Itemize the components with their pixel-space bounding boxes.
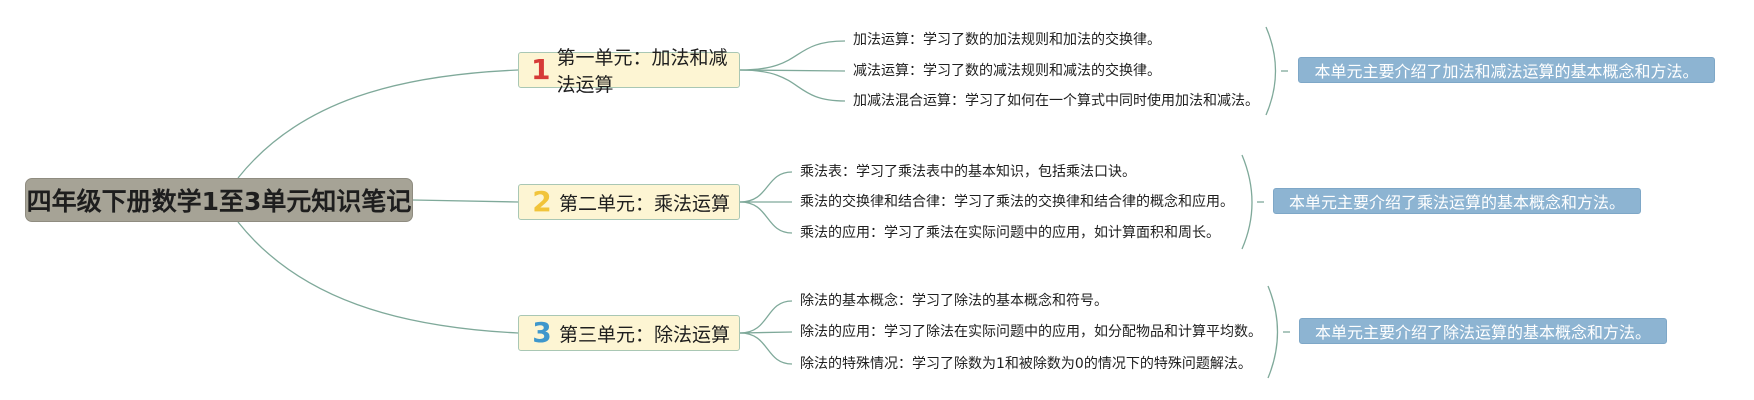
root-title: 四年级下册数学1至3单元知识笔记 xyxy=(26,187,412,216)
unit-node-1[interactable]: 1 第一单元：加法和减法运算 xyxy=(518,47,740,96)
topic-node[interactable]: 除法的特殊情况：学习了除数为1和被除数为0的情况下的特殊问题解法。 xyxy=(800,356,1252,372)
topic-node[interactable]: 乘法的应用：学习了乘法在实际问题中的应用，如计算面积和周长。 xyxy=(800,225,1220,241)
summary-text: 本单元主要介绍了加法和减法运算的基本概念和方法。 xyxy=(1314,62,1699,81)
root-node[interactable]: 四年级下册数学1至3单元知识笔记 xyxy=(25,178,413,222)
summary-bracket-unit3 xyxy=(1267,285,1279,379)
topic-node[interactable]: 加减法混合运算：学习了如何在一个算式中同时使用加法和减法。 xyxy=(853,93,1259,109)
summary-node-2[interactable]: 本单元主要介绍了乘法运算的基本概念和方法。 xyxy=(1273,188,1641,214)
summary-text: 本单元主要介绍了除法运算的基本概念和方法。 xyxy=(1314,323,1651,342)
summary-node-1[interactable]: 本单元主要介绍了加法和减法运算的基本概念和方法。 xyxy=(1298,57,1715,83)
unit-title: 第一单元：加法和减法运算 xyxy=(556,47,728,96)
topic-node[interactable]: 除法的应用：学习了除法在实际问题中的应用，如分配物品和计算平均数。 xyxy=(800,324,1262,340)
connector-unit1-topic3 xyxy=(739,69,846,102)
unit-node-3[interactable]: 3 第三单元：除法运算 xyxy=(518,315,740,351)
connector-root-unit2 xyxy=(412,199,519,203)
summary-bracket-unit2 xyxy=(1241,154,1253,250)
connector-unit2-topic1 xyxy=(739,171,793,203)
topic-node[interactable]: 减法运算：学习了数的减法规则和减法的交换律。 xyxy=(853,63,1161,79)
summary-node-3[interactable]: 本单元主要介绍了除法运算的基本概念和方法。 xyxy=(1299,318,1667,344)
connector-unit3-topic2 xyxy=(739,331,793,334)
unit-title: 第二单元：乘法运算 xyxy=(559,192,731,215)
summary-text: 本单元主要介绍了乘法运算的基本概念和方法。 xyxy=(1288,193,1625,212)
number-2-icon: 2 xyxy=(532,185,552,218)
connector-root-unit1 xyxy=(237,69,519,179)
topic-node[interactable]: 乘法表：学习了乘法表中的基本知识，包括乘法口诀。 xyxy=(800,164,1136,180)
connector-unit2-topic3 xyxy=(739,201,793,234)
number-3-icon: 3 xyxy=(532,316,552,349)
connector-unit1-topic1 xyxy=(739,40,846,71)
unit-title: 第三单元：除法运算 xyxy=(559,323,731,346)
connector-unit3-topic1 xyxy=(739,300,793,334)
number-1-icon: 1 xyxy=(531,53,551,86)
topic-node[interactable]: 乘法的交换律和结合律：学习了乘法的交换律和结合律的概念和应用。 xyxy=(800,194,1234,210)
connector-unit3-topic3 xyxy=(739,332,793,365)
summary-bracket-unit1 xyxy=(1265,26,1277,116)
connector-root-unit3 xyxy=(237,221,519,334)
connector-unit1-topic2 xyxy=(739,69,846,72)
topic-node[interactable]: 除法的基本概念：学习了除法的基本概念和符号。 xyxy=(800,293,1108,309)
unit-node-2[interactable]: 2 第二单元：乘法运算 xyxy=(518,184,740,220)
topic-node[interactable]: 加法运算：学习了数的加法规则和加法的交换律。 xyxy=(853,32,1161,48)
